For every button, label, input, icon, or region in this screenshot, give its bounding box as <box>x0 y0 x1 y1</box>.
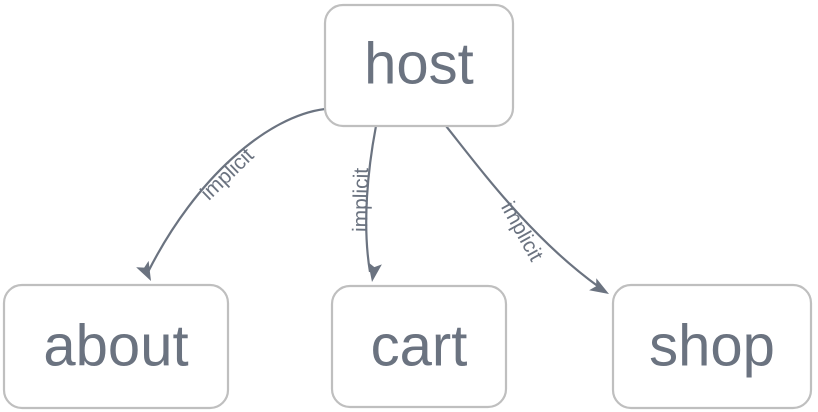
node-host[interactable]: host <box>323 3 515 128</box>
edge-label-host-about: implicit <box>196 144 258 205</box>
node-cart-label: cart <box>371 313 468 378</box>
edge-path-host-about <box>147 107 326 273</box>
arrow-head-shop <box>589 278 609 294</box>
node-cart-rect <box>330 284 508 409</box>
edge-path-host-shop <box>445 125 600 288</box>
node-cart[interactable]: cart <box>330 284 508 409</box>
edge-label-host-cart: implicit <box>349 168 373 233</box>
edge-host-about[interactable]: implicit <box>136 107 326 284</box>
edge-label-host-shop: implicit <box>496 198 547 265</box>
node-shop[interactable]: shop <box>611 283 813 410</box>
edges-layer: implicit implicit implicit <box>136 107 613 300</box>
node-shop-label: shop <box>649 313 775 378</box>
edge-host-cart[interactable]: implicit <box>349 125 382 283</box>
arrow-head-about <box>136 260 151 281</box>
arrow-head-cart <box>368 262 382 282</box>
node-about[interactable]: about <box>2 283 230 410</box>
node-shop-rect <box>611 283 813 410</box>
node-host-rect <box>323 3 515 128</box>
node-host-label: host <box>364 31 474 96</box>
nodes-layer: host about cart shop <box>2 3 813 410</box>
node-about-label: about <box>43 313 188 378</box>
node-about-rect <box>2 283 230 410</box>
edge-host-shop[interactable]: implicit <box>445 125 613 300</box>
edge-path-host-cart <box>365 125 378 273</box>
